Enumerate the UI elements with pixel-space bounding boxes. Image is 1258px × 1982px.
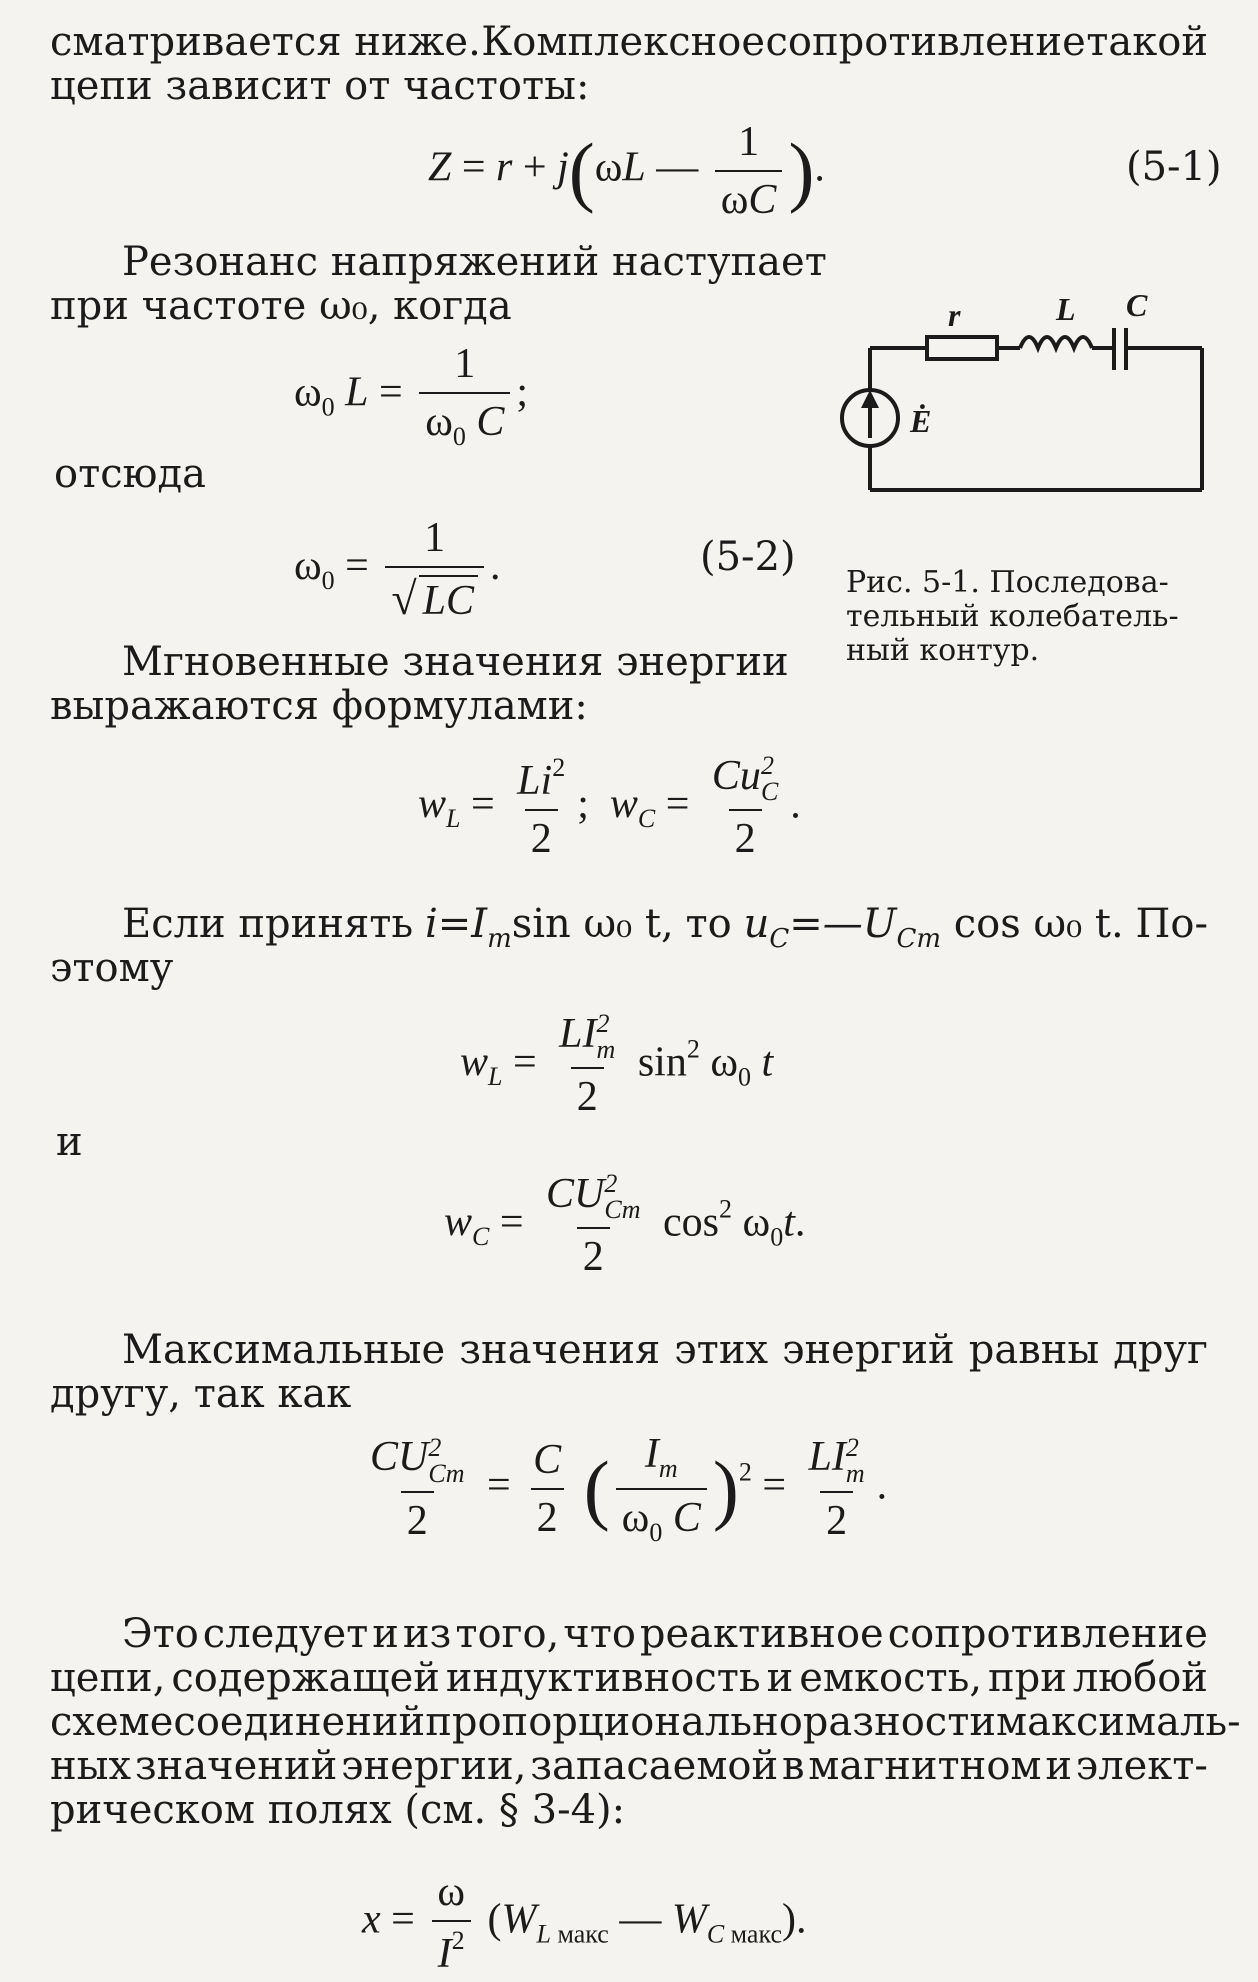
figure-caption-line-2: тельный колебатель- <box>846 599 1179 634</box>
text-line-1: сматривается ниже. Комплексное сопротивл… <box>50 20 1208 64</box>
word: соединений <box>173 1699 426 1745</box>
word: Максимальные <box>122 1327 446 1373</box>
text-line-4: при частоте ω₀, когда <box>50 283 512 329</box>
word: равны <box>968 1327 1100 1373</box>
word: любой <box>1072 1655 1208 1701</box>
word: и <box>372 1611 399 1657</box>
word: то <box>685 901 732 947</box>
circuit-figure: r L C Ė <box>830 287 1230 510</box>
label-E: Ė <box>909 403 931 439</box>
word: сопротивление <box>887 1611 1208 1657</box>
text-line-7: выражаются формулами: <box>50 683 588 729</box>
text-line-12: другу, так как <box>50 1371 352 1417</box>
word: содержащей <box>171 1655 440 1701</box>
word: в <box>781 1743 805 1789</box>
text-line-10: и <box>56 1119 83 1165</box>
word: Если принять <box>122 901 414 947</box>
figure-caption-line-1: Рис. 5-1. Последова- <box>846 565 1169 600</box>
text-line-15: схеме соединений пропорционально разност… <box>50 1699 1241 1745</box>
text-line-17: рическом полях (см. § 3-4): <box>50 1787 626 1833</box>
word: сматривается ниже. <box>50 19 481 65</box>
word: из <box>402 1611 452 1657</box>
word: пропорционально <box>425 1699 803 1745</box>
series-resonant-circuit-diagram: r L C Ė <box>840 287 1204 492</box>
word: схеме <box>50 1699 174 1745</box>
text-line-13: Это следует и из того, что реактивное со… <box>122 1612 1208 1656</box>
label-C: C <box>1126 290 1148 323</box>
word: По- <box>1135 901 1208 947</box>
label-L: L <box>1055 291 1076 327</box>
equation-number-5-1: (5-1) <box>1126 144 1222 190</box>
word: энергий <box>782 1327 955 1373</box>
equation-5-2: ω0 = 1√LC. <box>294 515 501 624</box>
text-line-16: ных значений энергии, запасаемой в магни… <box>50 1744 1208 1788</box>
text-line-3: Резонанс напряжений наступает <box>122 239 827 285</box>
word: при <box>988 1655 1067 1701</box>
word: следует <box>202 1611 369 1657</box>
word: значений <box>134 1743 338 1789</box>
word: ных <box>50 1743 132 1789</box>
word: того, <box>455 1611 560 1657</box>
word: магнитном <box>808 1743 1042 1789</box>
text-line-8: Если принять i=Imsin ω₀ t, то uC=—UCm co… <box>122 902 1208 961</box>
voltage-expression: uC=—UCm cos ω₀ t. <box>743 901 1124 954</box>
word: и <box>766 1655 794 1701</box>
word: максималь- <box>996 1699 1241 1745</box>
text-line-14: цепи, содержащей индуктивность и емкость… <box>50 1656 1208 1700</box>
label-r: r <box>948 297 961 333</box>
word: такой <box>1086 19 1208 65</box>
text-line-5: отсюда <box>54 451 206 497</box>
word: запасаемой <box>530 1743 779 1789</box>
text-line-11: Максимальные значения этих энергий равны… <box>122 1328 1208 1372</box>
word: цепи, <box>50 1655 166 1701</box>
text-line-6: Мгновенные значения энергии <box>122 639 789 685</box>
text-line-9: этому <box>50 945 174 991</box>
word: реактивное <box>639 1611 884 1657</box>
word: что <box>563 1611 636 1657</box>
word: Это <box>122 1611 199 1657</box>
word: сопротивление <box>765 19 1086 65</box>
word: разности <box>802 1699 996 1745</box>
word: емкость, <box>799 1655 983 1701</box>
text-line-2: цепи зависит от частоты: <box>50 63 590 109</box>
word: энергии, <box>341 1743 527 1789</box>
word: Комплексное <box>481 19 766 65</box>
word: и <box>1045 1743 1072 1789</box>
figure-caption-line-3: ный контур. <box>846 633 1040 668</box>
word: элект- <box>1075 1743 1208 1789</box>
equation-number-5-2: (5-2) <box>700 534 796 580</box>
word: значения <box>459 1327 661 1373</box>
word: индуктивность <box>445 1655 761 1701</box>
word: друг <box>1113 1327 1208 1373</box>
current-expression: i=Imsin ω₀ t, <box>424 901 674 954</box>
word: этих <box>674 1327 769 1373</box>
